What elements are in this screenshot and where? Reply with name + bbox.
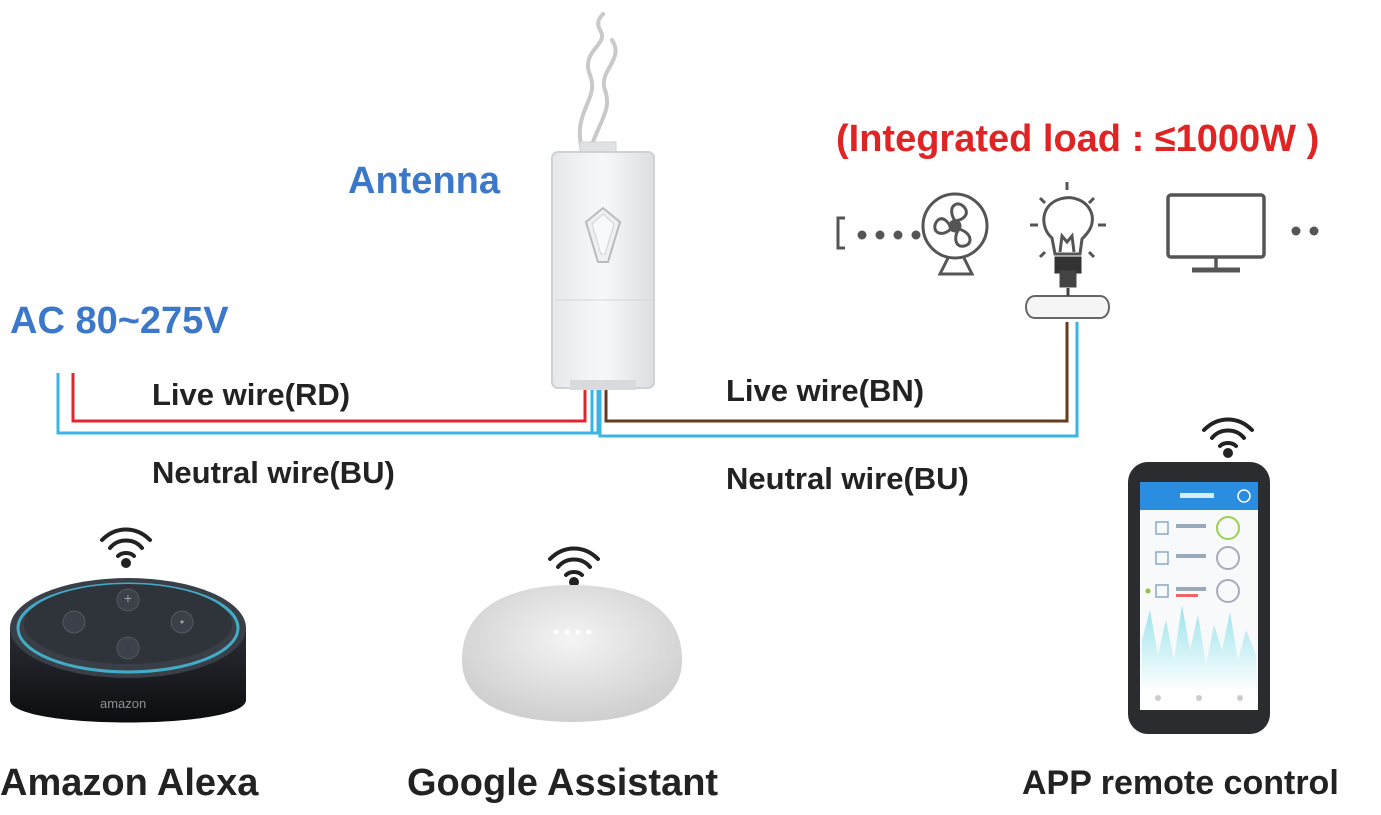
- app-label: APP remote control: [1022, 764, 1339, 802]
- ellipsis-icon: [1291, 226, 1319, 236]
- ellipsis-bracket-icon: [836, 216, 921, 250]
- right-live-wire-label: Live wire(BN): [726, 373, 925, 408]
- smart-switch-module: [551, 151, 655, 390]
- fan-icon: [921, 192, 989, 276]
- antenna-wire: [577, 12, 618, 152]
- monitor-icon: [1166, 193, 1266, 273]
- antenna-label: Antenna: [348, 160, 500, 202]
- wifi-icon: [1202, 417, 1254, 458]
- svg-text:+: +: [124, 590, 132, 606]
- echo-brand-text: amazon: [100, 696, 147, 711]
- google-home-mini-device: [462, 585, 682, 722]
- right-neutral-wire-label: Neutral wire(BU): [726, 461, 969, 496]
- left-live-wire-label: Live wire(RD): [152, 377, 351, 412]
- left-wires: [56, 373, 600, 435]
- google-label: Google Assistant: [407, 762, 719, 804]
- ac-input-label: AC 80~275V: [10, 300, 229, 342]
- amazon-echo-device: + •: [10, 578, 246, 723]
- alexa-label: Amazon Alexa: [0, 762, 259, 804]
- wifi-icon: [100, 527, 152, 568]
- left-neutral-wire-label: Neutral wire(BU): [152, 455, 395, 490]
- light-bulb-icon: [1025, 182, 1110, 319]
- smartphone-app: [1128, 462, 1270, 734]
- right-wires: [598, 322, 1079, 438]
- load-note: (Integrated load : ≤1000W ): [836, 118, 1320, 160]
- svg-text:•: •: [180, 615, 184, 629]
- wifi-icon: [548, 546, 600, 587]
